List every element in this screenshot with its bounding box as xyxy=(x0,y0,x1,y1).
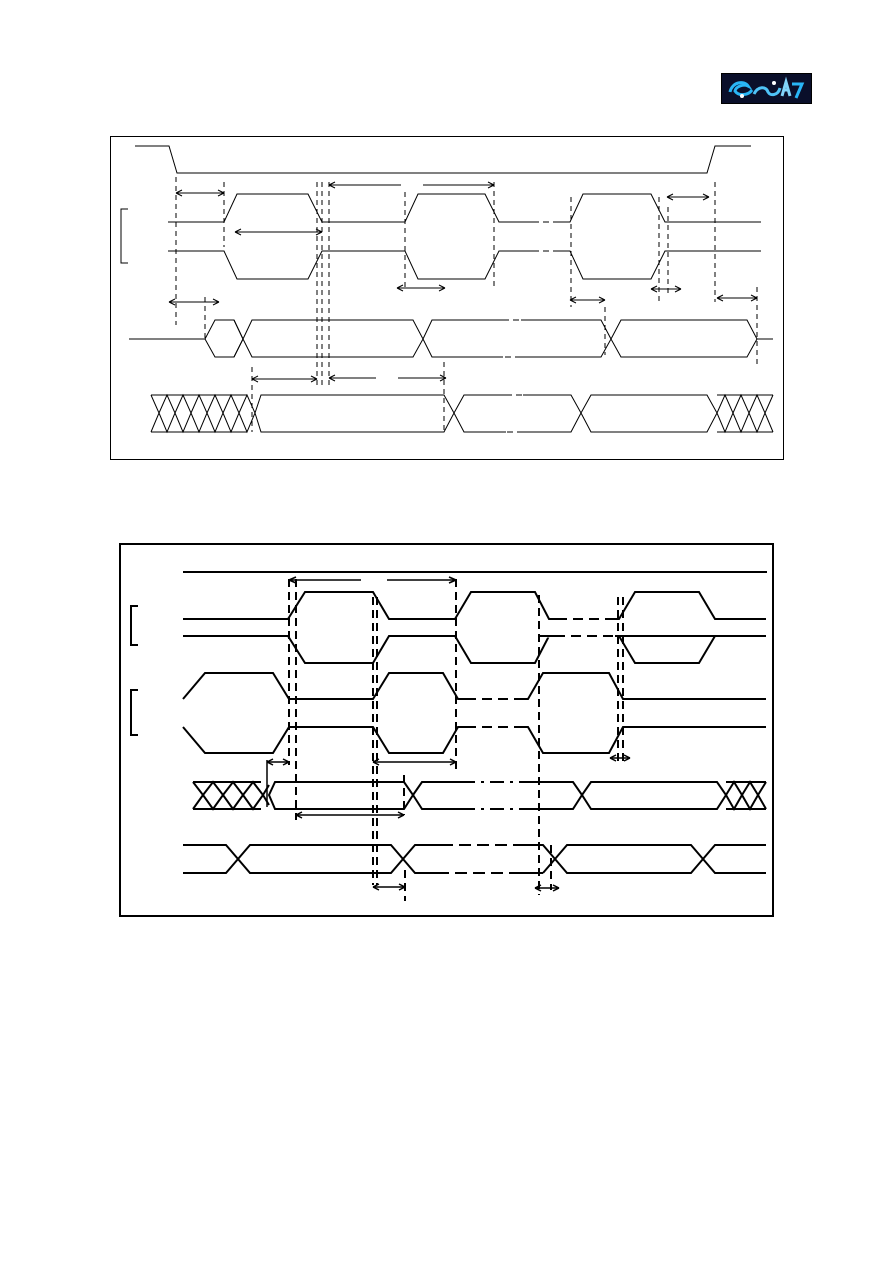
clock-neg-waveform xyxy=(183,635,766,664)
chip-select-waveform xyxy=(135,145,751,174)
data-bus-waveform xyxy=(150,393,774,434)
brand-logo-icon xyxy=(728,76,805,99)
clock-pos-waveform xyxy=(168,193,533,223)
data-bus-waveform xyxy=(192,780,767,812)
strobe-pos-waveform xyxy=(182,672,466,700)
address-waveform xyxy=(129,319,244,358)
data-out-waveform xyxy=(183,844,766,874)
bus-bracket xyxy=(120,208,128,264)
brand-logo xyxy=(721,73,812,104)
clock-pos-waveform xyxy=(183,591,557,620)
timing-arrows xyxy=(266,576,631,892)
clock-bracket xyxy=(130,605,138,646)
clock-neg-waveform xyxy=(168,250,533,280)
read-cycle-waveforms xyxy=(120,145,774,434)
write-cycle-timing-diagram xyxy=(119,543,774,917)
write-cycle-waveforms xyxy=(130,571,767,901)
read-cycle-timing-diagram xyxy=(110,136,784,460)
strobe-bracket xyxy=(130,689,138,736)
strobe-neg-waveform xyxy=(182,726,466,754)
timing-arrows xyxy=(168,181,758,383)
